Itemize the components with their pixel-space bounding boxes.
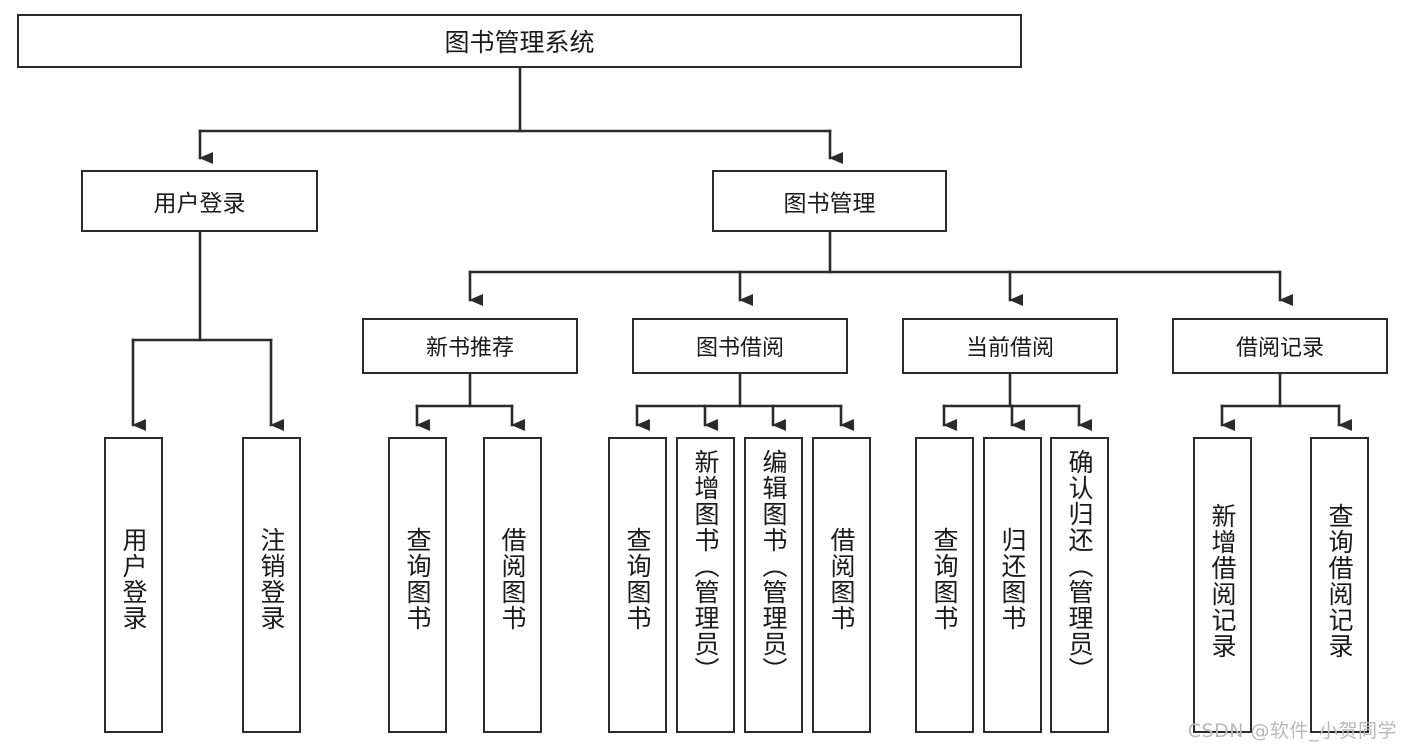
node-book-borrow[interactable]: 图书借阅 — [632, 318, 848, 374]
leaf-add-book-admin-label: 新增图书（管理员） — [691, 449, 720, 683]
node-book-manage-label: 图书管理 — [783, 191, 876, 217]
leaf-borrow-book-borrow-label: 借阅图书 — [827, 527, 856, 631]
node-root-label: 图书管理系统 — [444, 28, 595, 57]
leaf-logout[interactable]: 注销登录 — [242, 437, 301, 733]
leaf-confirm-return-admin-label: 确认归还（管理员） — [1065, 449, 1094, 683]
leaf-edit-book-admin[interactable]: 编辑图书（管理员） — [744, 437, 803, 733]
node-current-borrow[interactable]: 当前借阅 — [902, 318, 1118, 374]
node-book-manage[interactable]: 图书管理 — [712, 170, 947, 232]
leaf-query-book-borrow-label: 查询图书 — [623, 527, 652, 631]
csdn-watermark: CSDN @软件_小贺同学 — [1187, 720, 1397, 742]
leaf-logout-label: 注销登录 — [257, 527, 286, 631]
leaf-user-login[interactable]: 用户登录 — [104, 437, 163, 733]
leaf-borrow-book-borrow[interactable]: 借阅图书 — [812, 437, 871, 733]
leaf-query-book-borrow[interactable]: 查询图书 — [608, 437, 667, 733]
leaf-return-book[interactable]: 归还图书 — [983, 437, 1042, 733]
leaf-user-login-label: 用户登录 — [119, 527, 148, 631]
leaf-query-borrow-record[interactable]: 查询借阅记录 — [1310, 437, 1369, 733]
leaf-borrow-book-rec-label: 借阅图书 — [498, 527, 527, 631]
leaf-borrow-book-rec[interactable]: 借阅图书 — [483, 437, 542, 733]
node-user-login[interactable]: 用户登录 — [81, 170, 318, 232]
leaf-query-book-current[interactable]: 查询图书 — [915, 437, 974, 733]
leaf-query-book-rec-label: 查询图书 — [403, 527, 432, 631]
leaf-add-borrow-record[interactable]: 新增借阅记录 — [1193, 437, 1252, 733]
leaf-confirm-return-admin[interactable]: 确认归还（管理员） — [1050, 437, 1109, 733]
node-root[interactable]: 图书管理系统 — [17, 14, 1022, 68]
leaf-query-borrow-record-label: 查询借阅记录 — [1325, 503, 1354, 659]
leaf-add-borrow-record-label: 新增借阅记录 — [1208, 503, 1237, 659]
node-current-borrow-label: 当前借阅 — [965, 336, 1054, 361]
node-new-book-recommend[interactable]: 新书推荐 — [362, 318, 578, 374]
node-user-login-label: 用户登录 — [153, 191, 246, 217]
leaf-query-book-current-label: 查询图书 — [930, 527, 959, 631]
node-new-book-recommend-label: 新书推荐 — [425, 336, 514, 361]
leaf-add-book-admin[interactable]: 新增图书（管理员） — [676, 437, 735, 733]
node-borrow-record[interactable]: 借阅记录 — [1172, 318, 1388, 374]
node-borrow-record-label: 借阅记录 — [1235, 336, 1324, 361]
leaf-return-book-label: 归还图书 — [998, 527, 1027, 631]
leaf-edit-book-admin-label: 编辑图书（管理员） — [759, 449, 788, 683]
leaf-query-book-rec[interactable]: 查询图书 — [388, 437, 447, 733]
node-book-borrow-label: 图书借阅 — [695, 336, 784, 361]
